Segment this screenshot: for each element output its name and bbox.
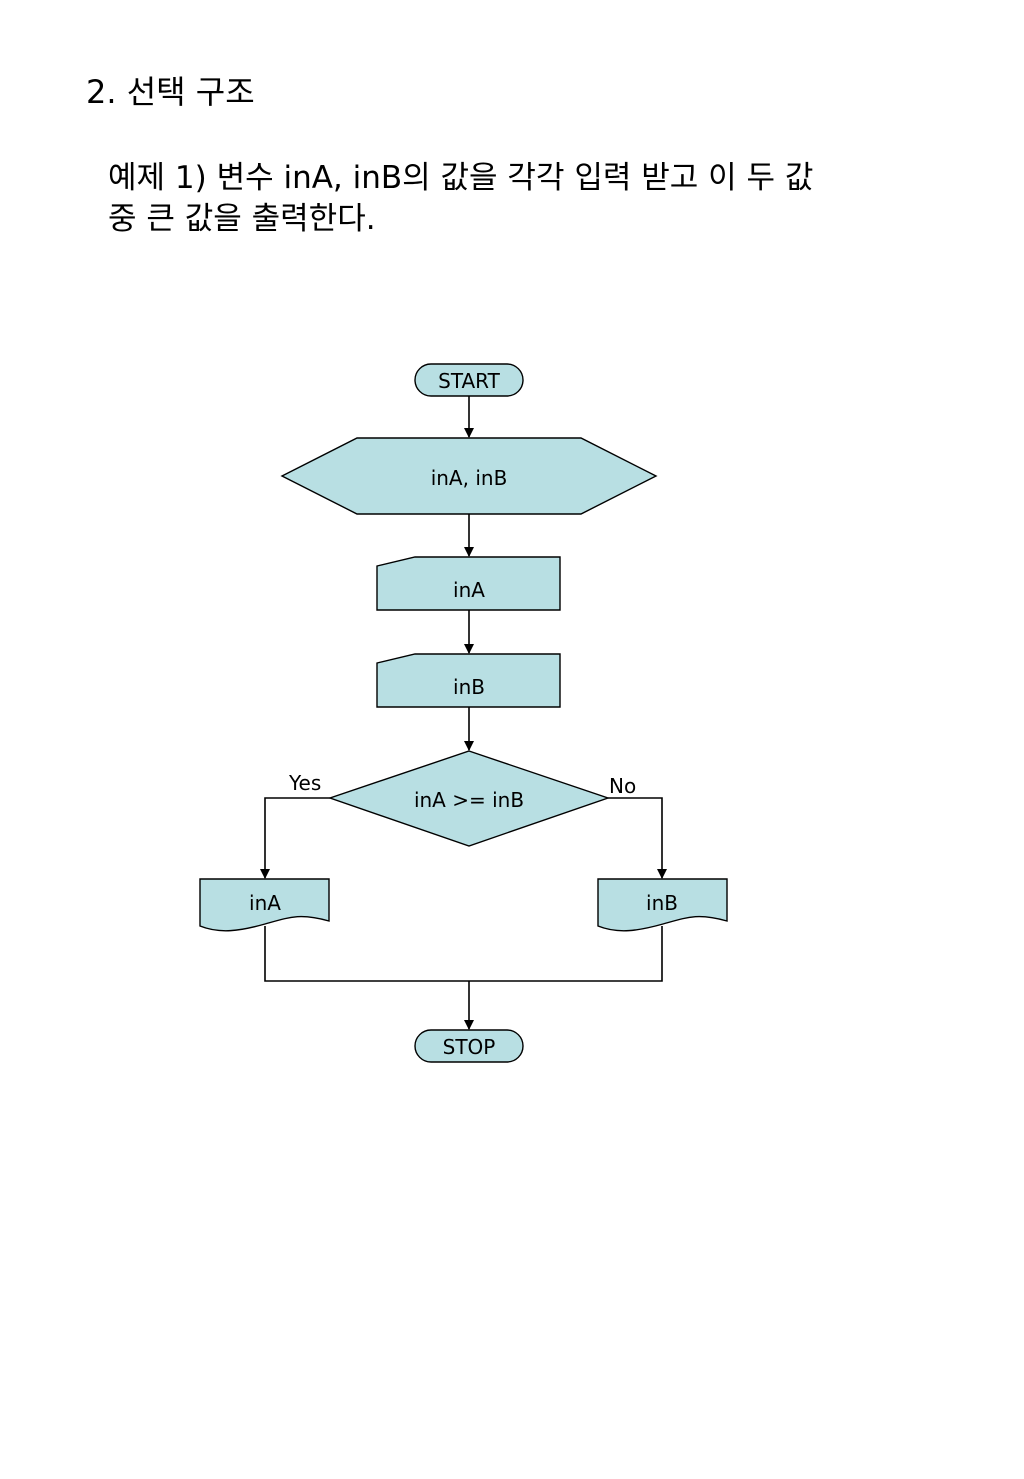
input-b-label: inB (453, 675, 485, 699)
stop-shape (414, 1029, 524, 1063)
preparation-label: inA, inB (431, 466, 508, 490)
line-output-a-to-join (264, 926, 663, 982)
output-a-document: inA (199, 878, 330, 932)
preparation-hexagon: inA, inB (280, 437, 658, 515)
connectors (260, 396, 667, 1030)
preparation-shape (280, 437, 658, 515)
start-shape (414, 363, 524, 397)
yes-label: Yes (288, 771, 321, 795)
output-b-shape (597, 878, 728, 932)
input-b-shape (376, 653, 561, 708)
start-terminal: START (414, 363, 524, 397)
start-label: START (438, 369, 500, 393)
no-label: No (609, 774, 636, 798)
arrow-yes-branch (260, 797, 330, 879)
arrow-no-branch (608, 797, 667, 879)
output-a-shape (199, 878, 330, 932)
example-description: 예제 1) 변수 inA, inB의 값을 각각 입력 받고 이 두 값 중 큰… (108, 158, 938, 240)
decision-shape (327, 750, 611, 847)
output-b-document: inB (597, 878, 728, 932)
input-a-block: inA (376, 556, 561, 611)
input-b-block: inB (376, 653, 561, 708)
example-line-2: 중 큰 값을 출력한다. (108, 201, 376, 237)
example-line-1: 예제 1) 변수 inA, inB의 값을 각각 입력 받고 이 두 값 (108, 160, 814, 196)
stop-terminal: STOP (414, 1029, 524, 1063)
decision-diamond: inA >= inB (327, 750, 611, 847)
page-heading: 2. 선택 구조 (86, 73, 255, 111)
stop-label: STOP (443, 1035, 496, 1059)
input-a-shape (376, 556, 561, 611)
input-a-label: inA (453, 578, 485, 602)
output-b-label: inB (646, 891, 678, 915)
output-a-label: inA (249, 891, 281, 915)
decision-label: inA >= inB (414, 788, 524, 812)
